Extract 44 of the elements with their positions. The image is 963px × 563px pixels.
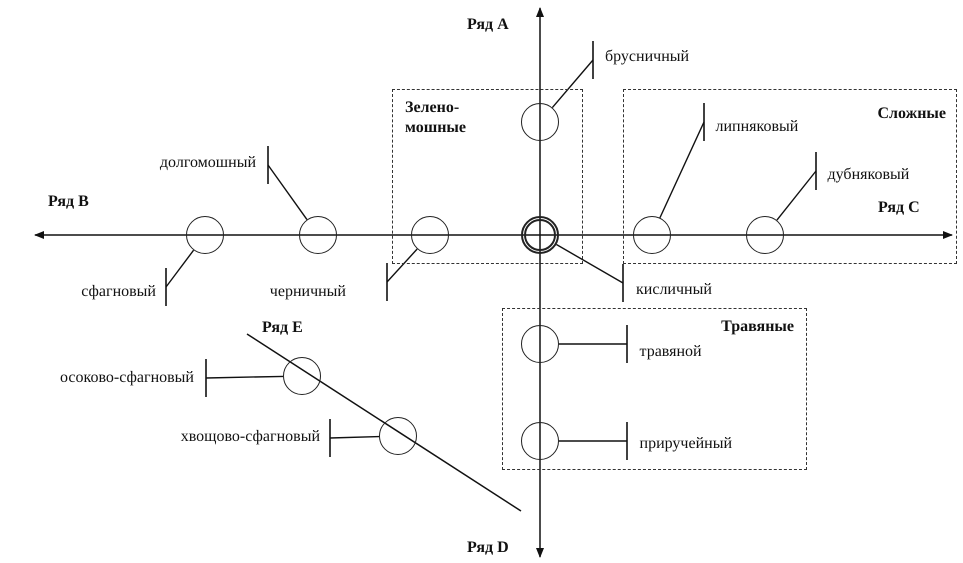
type-circle [632, 216, 670, 254]
axis-label: Ряд A [467, 15, 509, 35]
leader-line [556, 244, 624, 303]
forest-type-label: травяной [640, 342, 702, 362]
type-circle [379, 417, 417, 455]
axis-label: Ряд B [48, 192, 89, 212]
leader-line [559, 421, 628, 461]
leader-line [776, 151, 817, 221]
group-frame [623, 89, 957, 264]
leader-line [329, 418, 380, 458]
forest-type-label: черничный [270, 282, 346, 302]
type-circle [299, 216, 337, 254]
forest-type-label: осоково-сфагновый [60, 368, 194, 388]
group-title: Травяные [721, 317, 794, 337]
forest-type-label: хвощово-сфагновый [180, 427, 320, 447]
type-circle [520, 216, 558, 254]
forest-type-label: сфагновый [81, 282, 156, 302]
leader-line [267, 145, 308, 220]
forest-type-label: липняковый [716, 116, 798, 136]
type-circle [410, 216, 448, 254]
leader-line [659, 102, 705, 218]
type-circle [520, 102, 558, 140]
axis-label: Ряд E [262, 318, 303, 338]
forest-type-label: долгомошный [160, 153, 256, 173]
type-circle [520, 422, 558, 460]
type-circle [520, 324, 558, 362]
leader-line [552, 40, 594, 108]
forest-type-label: приручейный [640, 434, 732, 454]
group-frame [502, 308, 807, 470]
forest-type-label: дубняковый [828, 164, 910, 184]
axis-label: Ряд C [878, 198, 920, 218]
leader-line [386, 248, 418, 302]
forest-type-label: кисличный [636, 280, 712, 300]
type-circle [283, 357, 321, 395]
leader-line [205, 358, 284, 398]
group-title: Зелено-мошные [405, 98, 468, 138]
leader-line [559, 324, 628, 364]
type-circle [746, 216, 784, 254]
leader-line [165, 250, 194, 307]
type-circle [186, 216, 224, 254]
axis-label: Ряд D [467, 538, 509, 558]
forest-type-label: брусничный [605, 47, 690, 67]
group-frame [392, 89, 583, 264]
group-title: Сложные [877, 104, 946, 124]
